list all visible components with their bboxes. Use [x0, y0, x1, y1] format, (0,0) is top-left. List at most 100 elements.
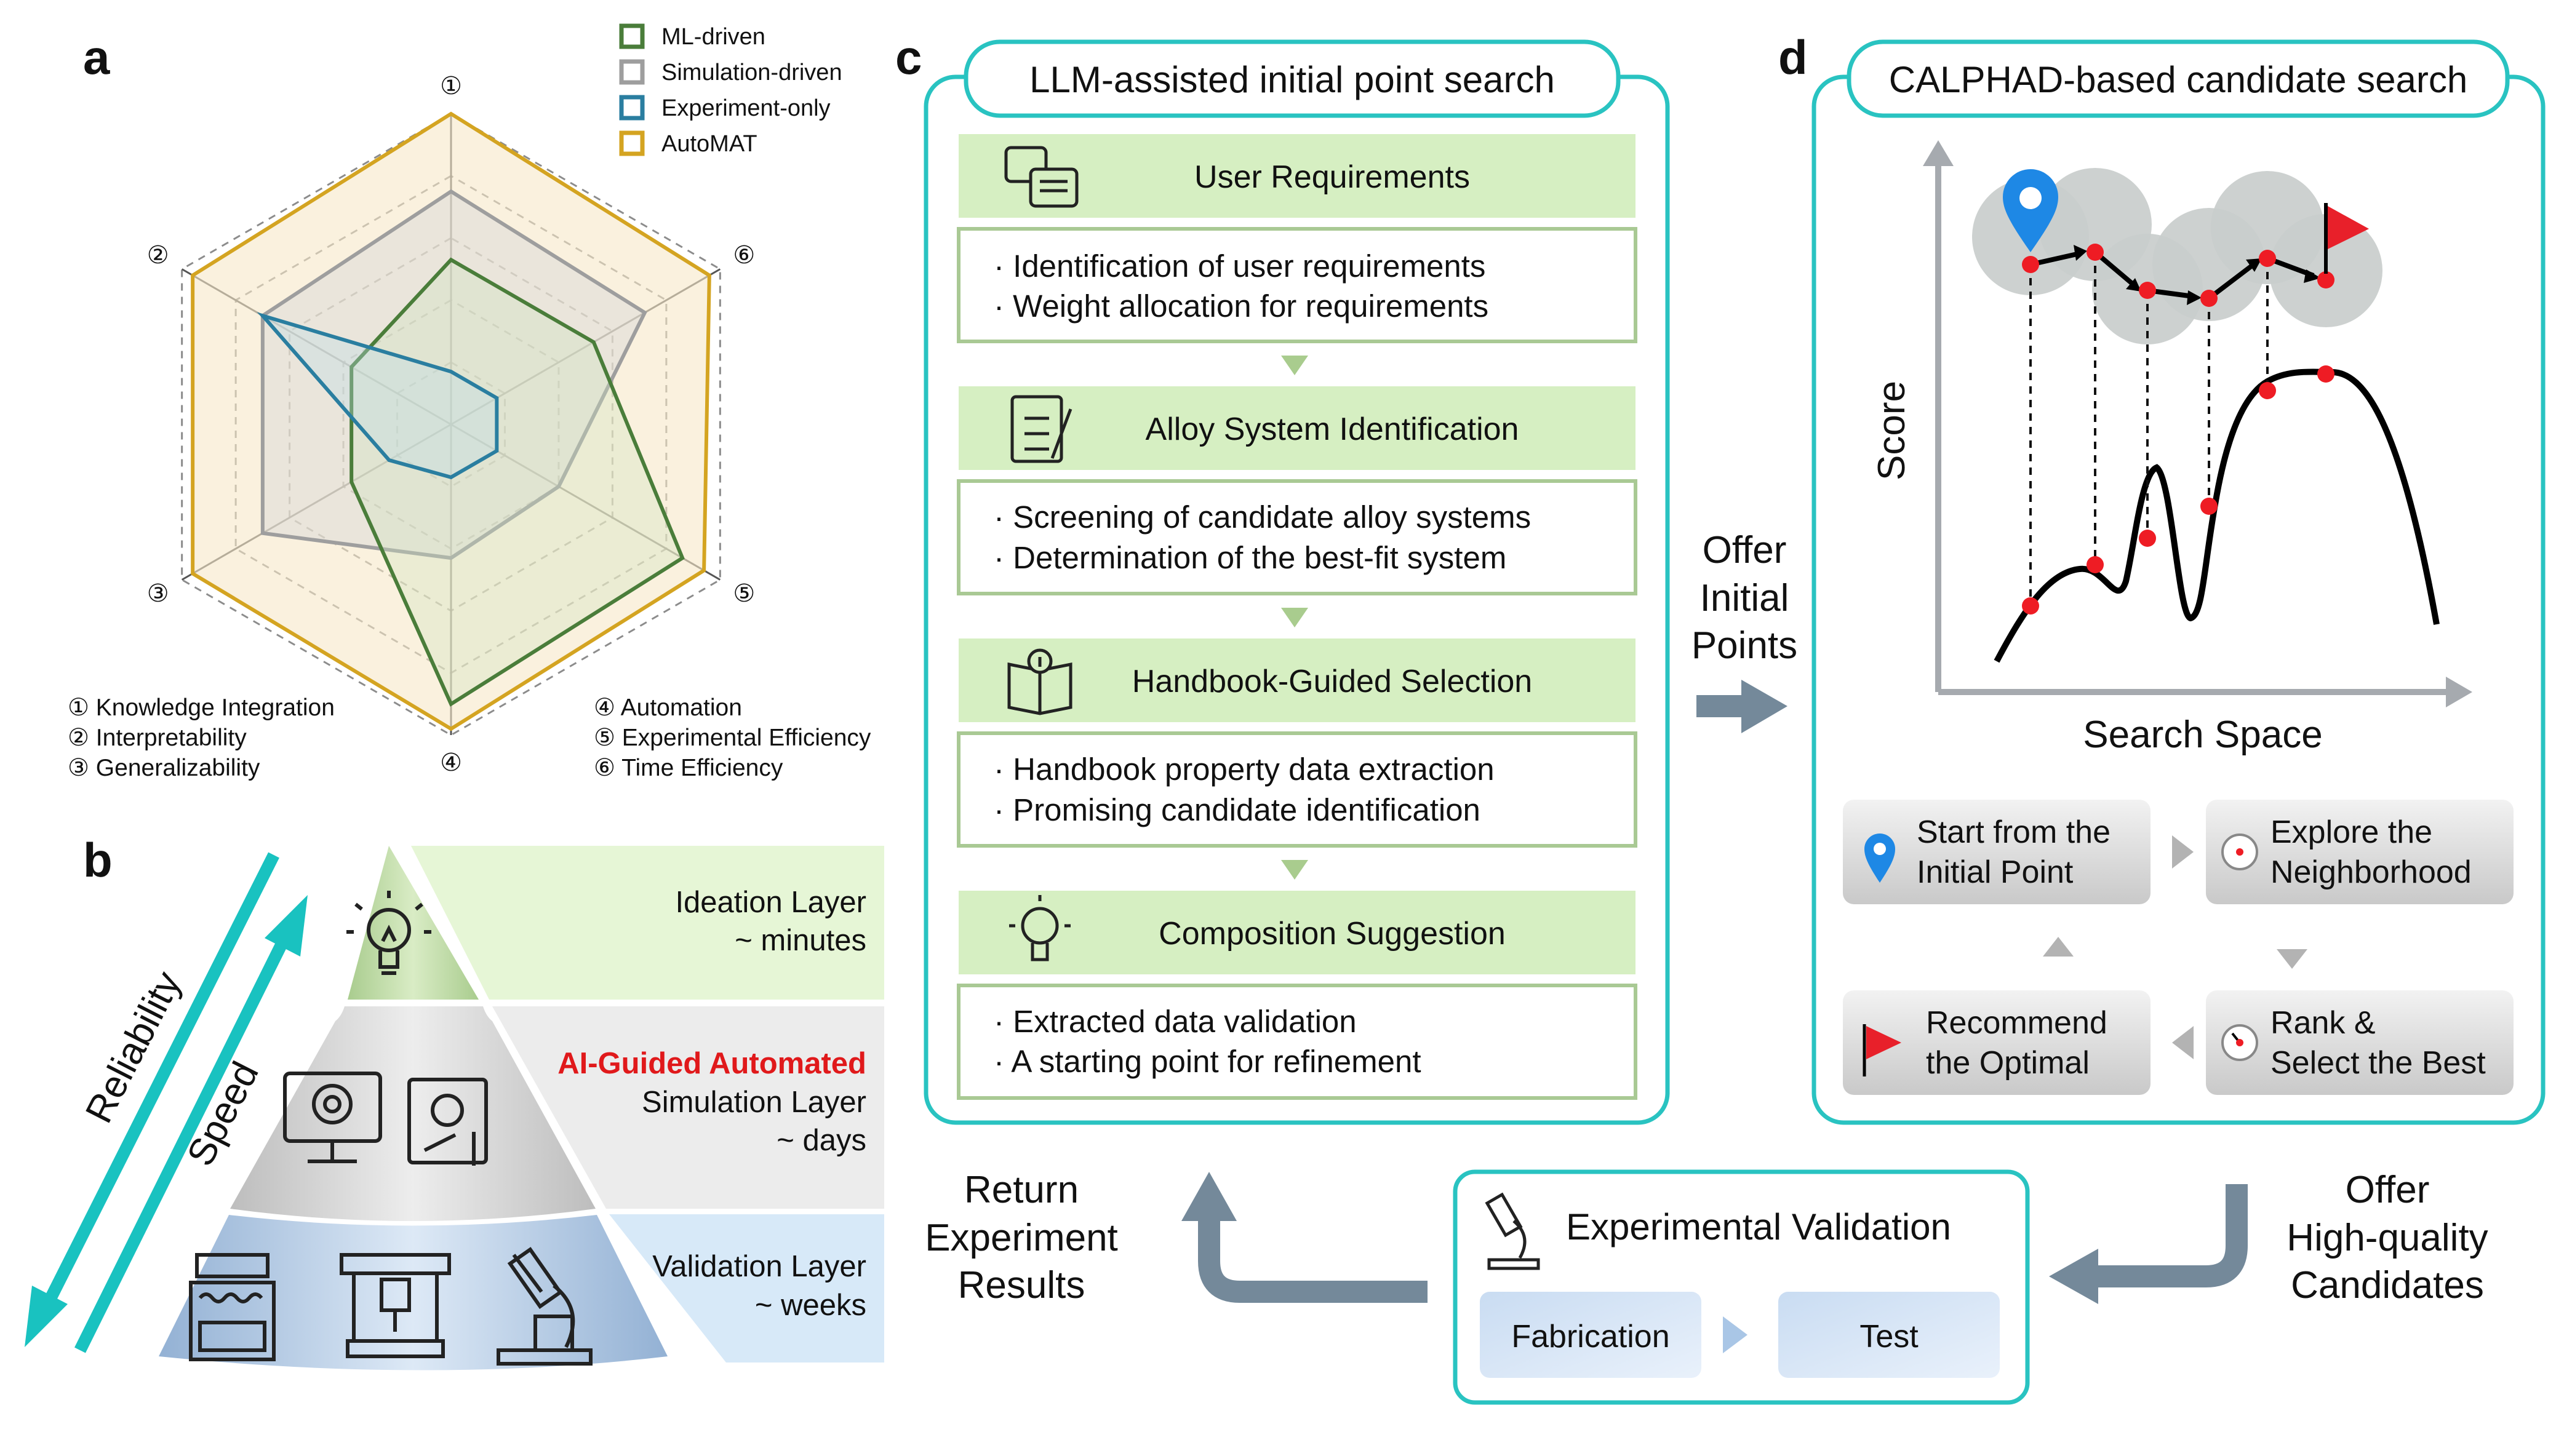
- speed-arrow: [74, 895, 308, 1353]
- step-2-header: [959, 386, 1635, 470]
- experiment-only-polygon: [257, 312, 499, 480]
- computer-gear-icon: [283, 1072, 382, 1163]
- criterion-3: ③ Generalizability: [68, 755, 260, 781]
- simulation-layer-name: Simulation Layer: [642, 1086, 866, 1119]
- book-icon: [1007, 648, 1072, 715]
- legend-swatch-1: [619, 23, 645, 49]
- step-explore-neighborhood: Explore the Neighborhood: [2206, 800, 2514, 904]
- step-3-item-2: · Promising candidate identification: [994, 792, 1480, 827]
- ideation-layer-band: [411, 846, 884, 1000]
- radar-axis-label-3: ③: [147, 580, 169, 607]
- legend-label-4: AutoMAT: [661, 131, 757, 157]
- validation-title: Experimental Validation: [1566, 1206, 1951, 1247]
- pyramid-bottom: [159, 1215, 668, 1370]
- blueprint-icon: [407, 1078, 488, 1166]
- flow-arrow-left: [2172, 1026, 2194, 1059]
- down-arrow-3: [1281, 860, 1308, 880]
- down-arrow-1: [1281, 356, 1308, 375]
- search-plot-axes: [1935, 160, 2452, 695]
- return-results-line-2: Experiment: [925, 1217, 1118, 1259]
- panel-b: b: [25, 833, 884, 1370]
- offer-candidates: Offer High-quality Candidates: [2049, 1169, 2488, 1307]
- criterion-1: ① Knowledge Integration: [68, 694, 335, 721]
- microscope-icon: [497, 1247, 593, 1366]
- offer-initial-line-2: Initial: [1700, 577, 1789, 619]
- fabrication-box: [1480, 1292, 1701, 1378]
- checklist-icon: [1010, 395, 1072, 463]
- furnace-icon: [189, 1253, 276, 1361]
- step-rank-line-2: Select the Best: [2270, 1045, 2486, 1081]
- step-4-item-1: · Extracted data validation: [994, 1004, 1357, 1039]
- flag-icon: [2324, 203, 2369, 274]
- location-pin-icon: [2003, 169, 2058, 252]
- panel-d-letter: d: [1778, 30, 1808, 84]
- offer-candidates-line-1: Offer: [2346, 1169, 2430, 1211]
- step-3-item-1: · Handbook property data extraction: [994, 752, 1495, 787]
- legend-swatch-4: [619, 130, 645, 156]
- validation-layer-time: ~ weeks: [755, 1289, 866, 1322]
- step-rank-select: Rank & Select the Best: [2206, 990, 2514, 1095]
- step-recommend-line-2: the Optimal: [1926, 1045, 2090, 1081]
- step-1-items-box: [957, 227, 1637, 343]
- x-axis-label: Search Space: [2083, 714, 2322, 756]
- offer-initial-points: Offer Initial Points: [1691, 529, 1797, 733]
- flow-arrow-down: [2277, 949, 2307, 969]
- panel-d-title-pill: [1847, 39, 2510, 118]
- legend-label-1: ML-driven: [661, 24, 765, 50]
- criterion-6: ⑥ Time Efficiency: [594, 755, 783, 781]
- validation-layer-name: Validation Layer: [652, 1250, 866, 1283]
- step-4-item-2: · A starting point for refinement: [994, 1044, 1421, 1079]
- return-arrow-shaft: [1198, 1215, 1428, 1303]
- step-explore-line-2: Neighborhood: [2270, 854, 2472, 890]
- test-label: Test: [1859, 1319, 1919, 1355]
- criterion-2: ② Interpretability: [68, 725, 247, 751]
- step-start-line-1: Start from the: [1917, 814, 2111, 850]
- simulation-layer-band: [492, 1006, 884, 1209]
- validation-layer-band: [609, 1214, 884, 1363]
- offer-candidates-line-3: Candidates: [2291, 1264, 2484, 1307]
- fabrication-to-test-arrow: [1723, 1316, 1747, 1353]
- return-results: Return Experiment Results: [925, 1169, 1428, 1307]
- fabrication-label: Fabrication: [1511, 1319, 1669, 1355]
- pyramid-middle: [230, 1006, 596, 1221]
- test-box: [1778, 1292, 2000, 1378]
- flow-arrow-up: [2043, 937, 2074, 957]
- radar-legend: ML-drivenSimulation-drivenExperiment-onl…: [619, 23, 842, 157]
- radar-axis-label-1: ①: [440, 73, 462, 100]
- legend-swatch-3: [619, 95, 645, 121]
- chat-icon: [1004, 146, 1079, 208]
- panel-c-letter: c: [895, 30, 922, 84]
- offer-initial-line-3: Points: [1691, 624, 1797, 667]
- right-arrow-shaft: [1696, 695, 1746, 717]
- simulation-layer-time: ~ days: [777, 1124, 866, 1157]
- 3d-printer-icon: [340, 1253, 451, 1358]
- projection-lines: [2029, 252, 2269, 606]
- ml-driven-polygon: [349, 257, 685, 707]
- step-1-title: User Requirements: [1194, 159, 1470, 195]
- microscope-icon: [1485, 1192, 1540, 1270]
- return-arrow-head: [1181, 1172, 1237, 1221]
- radar-axis-label-4: ④: [440, 749, 462, 776]
- reliability-arrow: [25, 852, 279, 1347]
- candidates-arrow-shaft: [2092, 1184, 2248, 1287]
- step-3-items-box: [957, 731, 1637, 848]
- automat-polygon: [191, 111, 711, 731]
- step-3-title: Handbook-Guided Selection: [1132, 664, 1532, 699]
- step-4-header: [959, 891, 1635, 974]
- ai-guided-highlight: AI-Guided Automated: [557, 1047, 866, 1080]
- legend-label-3: Experiment-only: [661, 95, 831, 121]
- y-axis-label: Score: [1871, 381, 1913, 480]
- return-results-line-1: Return: [964, 1169, 1079, 1211]
- offer-candidates-line-2: High-quality: [2286, 1217, 2488, 1259]
- step-recommend-optimal: Recommend the Optimal: [1843, 990, 2151, 1095]
- step-2-title: Alloy System Identification: [1146, 412, 1519, 447]
- step-4-title: Composition Suggestion: [1159, 916, 1506, 952]
- experimental-validation-box: Experimental Validation Fabrication Test: [1453, 1169, 2030, 1405]
- ideation-layer-name: Ideation Layer: [675, 886, 866, 919]
- panel-c: c LLM-assisted initial point search User…: [895, 30, 1670, 1125]
- step-2-item-2: · Determination of the best-fit system: [994, 540, 1506, 575]
- flow-arrow-right: [2172, 835, 2194, 869]
- legend-label-2: Simulation-driven: [661, 60, 842, 86]
